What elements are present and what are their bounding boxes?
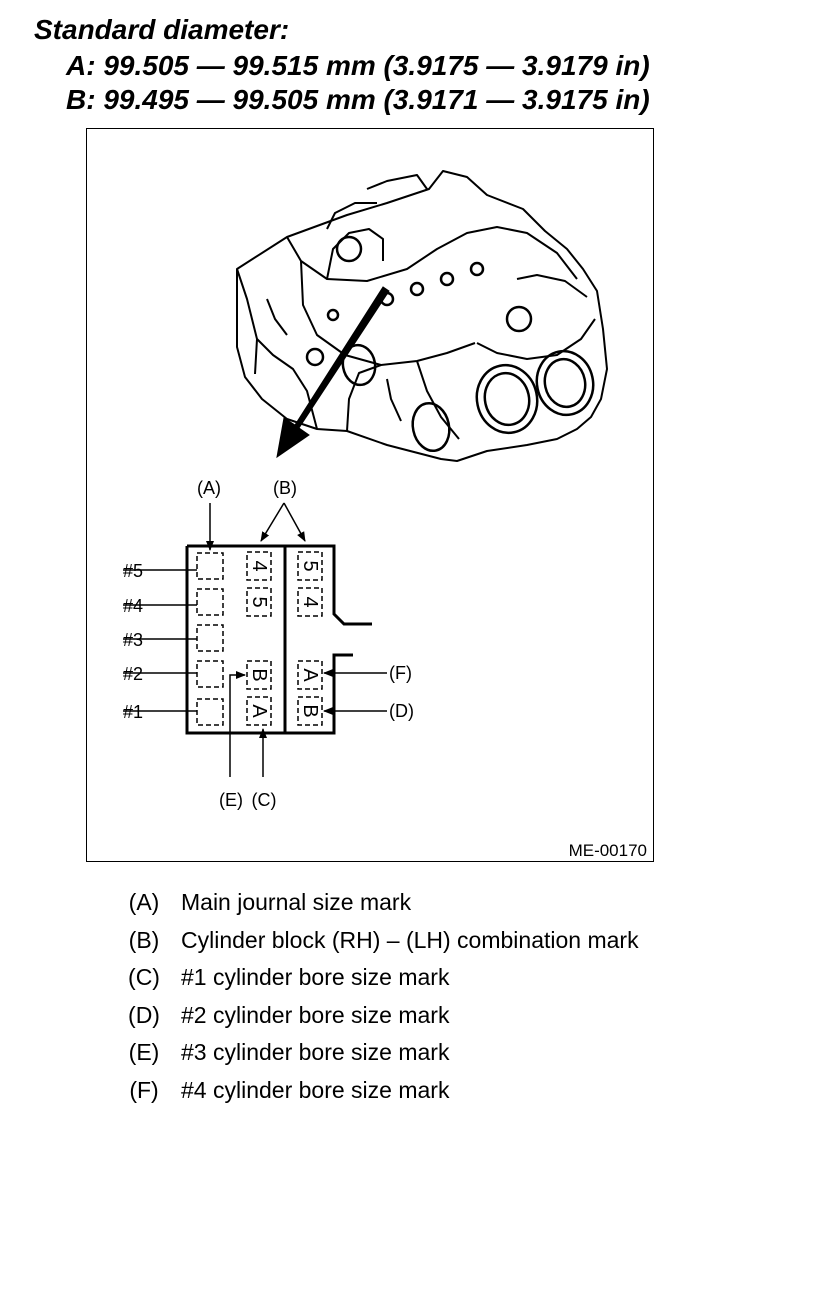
- journal-label-2: #2: [123, 664, 143, 684]
- mark-boxes: [196, 551, 323, 726]
- block-face-outline: [185, 544, 372, 735]
- legend-text: #2 cylinder bore size mark: [181, 1002, 450, 1028]
- engine-bores: [305, 235, 595, 453]
- legend-text: Cylinder block (RH) – (LH) combination m…: [181, 927, 639, 953]
- legend-key: (C): [128, 964, 160, 990]
- journal-label-5: #5: [123, 561, 143, 581]
- heading-spec-b: B: 99.495 — 99.505 mm (3.9171 — 3.9175 i…: [66, 84, 650, 115]
- callout-e: (E): [219, 790, 243, 810]
- callout-b: (B): [273, 478, 297, 498]
- rh-mark-1-top: 4: [248, 560, 270, 571]
- legend-key: (E): [128, 1039, 160, 1065]
- bore-mark-4: A: [299, 668, 321, 682]
- legend-text: Main journal size mark: [181, 889, 412, 915]
- legend-key: (A): [128, 889, 160, 915]
- engine-block-illustration: [236, 170, 608, 462]
- callout-d: (D): [389, 701, 414, 721]
- legend-text: #4 cylinder bore size mark: [181, 1077, 450, 1103]
- bore-mark-3: B: [248, 668, 270, 681]
- callout-c: (C): [252, 790, 277, 810]
- legend-key: (D): [128, 1002, 160, 1028]
- legend-text: #3 cylinder bore size mark: [181, 1039, 450, 1065]
- legend-key: (B): [128, 927, 160, 953]
- detail-pointer-arrow: [276, 286, 390, 459]
- callout-f: (F): [389, 663, 412, 683]
- bore-mark-1: A: [248, 704, 270, 718]
- legend-key: (F): [129, 1077, 159, 1103]
- rh-mark-2-bottom: 4: [299, 596, 321, 607]
- figure-svg: 4 5 5 4 B A A B (A) (B) (F) (D) (E) (C) …: [123, 170, 647, 860]
- journal-label-3: #3: [123, 630, 143, 650]
- engine-block-figure: 4 5 5 4 B A A B (A) (B) (F) (D) (E) (C) …: [86, 128, 654, 862]
- journal-label-4: #4: [123, 596, 143, 616]
- journal-label-1: #1: [123, 702, 143, 722]
- rh-mark-1-bottom: 5: [248, 596, 270, 607]
- figure-code: ME-00170: [569, 841, 647, 860]
- heading-title: Standard diameter:: [34, 14, 290, 45]
- heading-spec-a: A: 99.505 — 99.515 mm (3.9175 — 3.9179 i…: [66, 50, 650, 81]
- callout-a: (A): [197, 478, 221, 498]
- rh-mark-2-top: 5: [299, 560, 321, 571]
- leader-lines: [123, 502, 387, 777]
- bore-mark-2: B: [299, 704, 321, 717]
- legend-text: #1 cylinder bore size mark: [181, 964, 450, 990]
